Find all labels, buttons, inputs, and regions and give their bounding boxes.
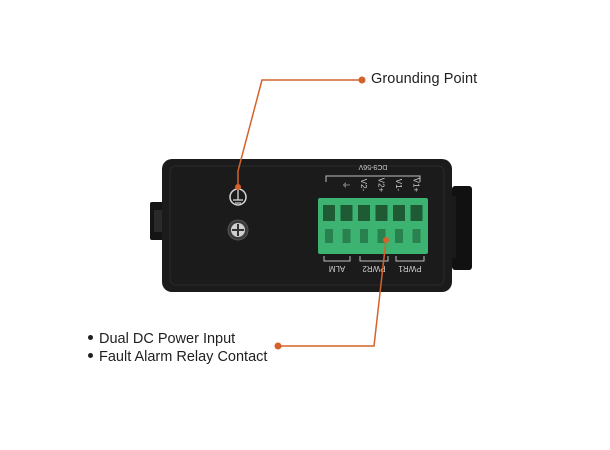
terminal-screw-slot — [358, 205, 370, 221]
terminal-wire-hole — [412, 229, 421, 243]
terminal-screw-slot — [393, 205, 405, 221]
screw-icon — [227, 219, 249, 241]
terminal-top-label: V2+ — [377, 178, 386, 193]
group-label-pwr1: PWR1 — [398, 264, 422, 273]
group-label-pwr2: PWR2 — [362, 264, 386, 273]
terminal-top-label: V1+ — [412, 178, 421, 193]
terminal-wire-hole — [325, 229, 333, 243]
voltage-label: DC9-56V — [358, 163, 387, 170]
terminal-wire-hole — [360, 229, 368, 243]
din-rail-clip — [452, 186, 472, 270]
terminal-wire-hole — [395, 229, 403, 243]
terminal-screw-slot — [375, 205, 388, 221]
terminal-top-label: V1- — [394, 179, 403, 192]
terminal-top-label: ⏚ — [342, 181, 351, 189]
group-brackets — [323, 256, 425, 262]
bullet-icon — [88, 352, 93, 358]
power-item-label: Fault Alarm Relay Contact — [99, 349, 268, 365]
voltage-bracket — [325, 175, 421, 182]
callout-grounding-line — [235, 76, 366, 190]
terminal-top-label: V2- — [359, 179, 368, 192]
terminal-screw-slot — [323, 205, 335, 221]
grounding-point-label: Grounding Point — [371, 71, 478, 87]
terminal-screw-slot — [410, 205, 423, 221]
callout-power-line — [274, 237, 389, 350]
terminal-wire-hole — [342, 229, 351, 243]
terminal-wire-hole — [377, 229, 386, 243]
device-body — [162, 159, 452, 292]
group-label-alm: ALM — [328, 264, 345, 273]
terminal-screw-slot — [340, 205, 353, 221]
power-item-1: Dual DC Power Input — [88, 331, 235, 347]
power-item-label: Dual DC Power Input — [99, 331, 236, 347]
power-item-2: Fault Alarm Relay Contact — [88, 349, 267, 365]
bullet-icon — [88, 334, 93, 340]
